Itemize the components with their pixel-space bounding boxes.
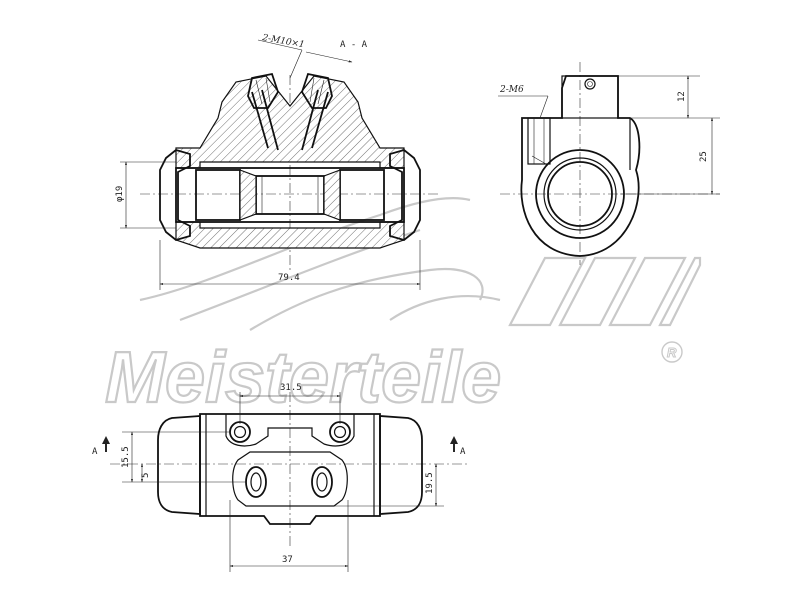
section-seal-left (239, 169, 257, 221)
section-piston-right (339, 169, 385, 221)
watermark-registered-mark (661, 341, 683, 363)
section-label: A - A (340, 40, 368, 50)
top-bleeder-hole-right (329, 421, 351, 443)
top-mount-hole-left (245, 466, 267, 498)
section-channel-right-b (301, 89, 319, 151)
section-channel-left (251, 91, 269, 149)
top-mount-pad (232, 451, 348, 507)
top-mount-hole-right-inner (316, 472, 328, 492)
side-body-outline (520, 75, 641, 257)
top-cut-marker-right: A (450, 436, 466, 457)
watermark-logo-swoosh (139, 197, 501, 331)
side-boss (561, 75, 619, 119)
watermark-logo-stripes (508, 256, 702, 327)
top-dim-left-outer: 15.5 (121, 446, 131, 468)
section-bleeder-left (247, 72, 279, 109)
section-boot-right (389, 149, 421, 241)
top-bleeder-hole-right-inner (333, 425, 347, 439)
top-dim-right: 19.5 (425, 472, 435, 494)
section-seal-right (323, 169, 341, 221)
section-boot-left (159, 149, 191, 241)
section-view: 2-M10×1 A - A φ19 79.4 (115, 33, 440, 290)
side-thread-note: 2-M6 (499, 85, 524, 95)
side-dim-height: 25 (699, 151, 709, 162)
top-end-left (157, 415, 201, 515)
section-overall-length: 79.4 (278, 273, 300, 283)
section-thread-note: 2-M10×1 (260, 33, 305, 50)
side-bore-inner (547, 161, 613, 227)
section-bleeder-right (301, 72, 333, 109)
side-port (527, 117, 551, 165)
top-cut-label-right: A (460, 447, 466, 457)
top-body (199, 413, 381, 525)
top-boss (225, 414, 355, 447)
top-mount-hole-left-inner (250, 472, 262, 492)
section-channel-left-b (261, 89, 279, 151)
top-bleeder-hole-left-inner (233, 425, 247, 439)
section-thread-leader-b (289, 49, 303, 79)
section-piston-left (195, 169, 241, 221)
side-dim-top: 12 (677, 91, 687, 102)
top-bleeder-hole-left (229, 421, 251, 443)
top-dim-left-inner: 5 (141, 473, 151, 478)
top-hole-spacing: 31.5 (280, 383, 302, 393)
section-label-arrow (305, 51, 353, 63)
section-bore-diameter: φ19 (115, 186, 125, 202)
top-mount-spacing: 37 (282, 555, 293, 565)
top-cut-marker-left: A (92, 436, 110, 457)
section-body-upper (175, 75, 405, 169)
side-port-threads (531, 118, 547, 165)
top-view: 31.5 37 15.5 5 19.5 A A (92, 383, 470, 572)
section-spring-lines (261, 176, 319, 214)
section-bore (175, 167, 405, 223)
top-mount-hole-right (311, 466, 333, 498)
watermark-brand-text: Meisterteile (105, 338, 501, 418)
top-end-right (379, 415, 423, 515)
section-channel-right (311, 91, 329, 149)
top-cut-label-left: A (92, 447, 98, 457)
side-thread-leader-b (539, 95, 549, 119)
section-thread-leader (257, 39, 303, 51)
side-boss-hole-inner (587, 81, 593, 87)
watermark: Meisterteile R (104, 197, 702, 419)
side-bore-mid (543, 157, 617, 231)
watermark-registered-letter: R (667, 345, 677, 360)
side-view: 2-M6 12 25 (498, 62, 720, 265)
side-boss-hole (584, 78, 596, 90)
